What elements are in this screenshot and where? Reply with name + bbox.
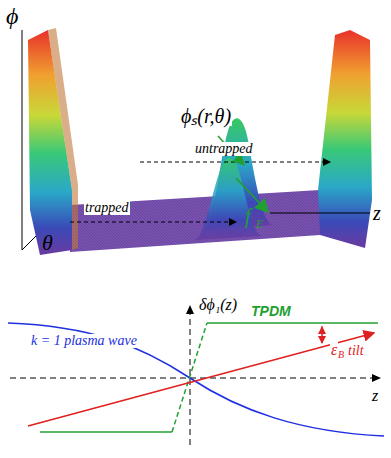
curve-label: ε	[330, 342, 338, 358]
axis-label: ϕ	[6, 4, 18, 28]
field-subscript: E	[256, 218, 263, 230]
axis-label: δϕ₁(z)	[198, 297, 238, 313]
potential-label: ϕₛ(r,θ)	[180, 106, 232, 126]
field-label: f	[245, 206, 251, 226]
axis-label: θ	[42, 232, 53, 254]
axis-label: z	[373, 203, 381, 223]
curve-label: tilt	[347, 344, 365, 358]
axis-label: z	[372, 388, 378, 404]
curve-subscript: B	[338, 350, 344, 360]
curve-label: TPDM	[250, 304, 292, 318]
orbit-label: trapped	[84, 201, 130, 215]
orbit-label: untrapped	[194, 142, 254, 156]
curve-label: k = 1 plasma wave	[30, 334, 138, 348]
